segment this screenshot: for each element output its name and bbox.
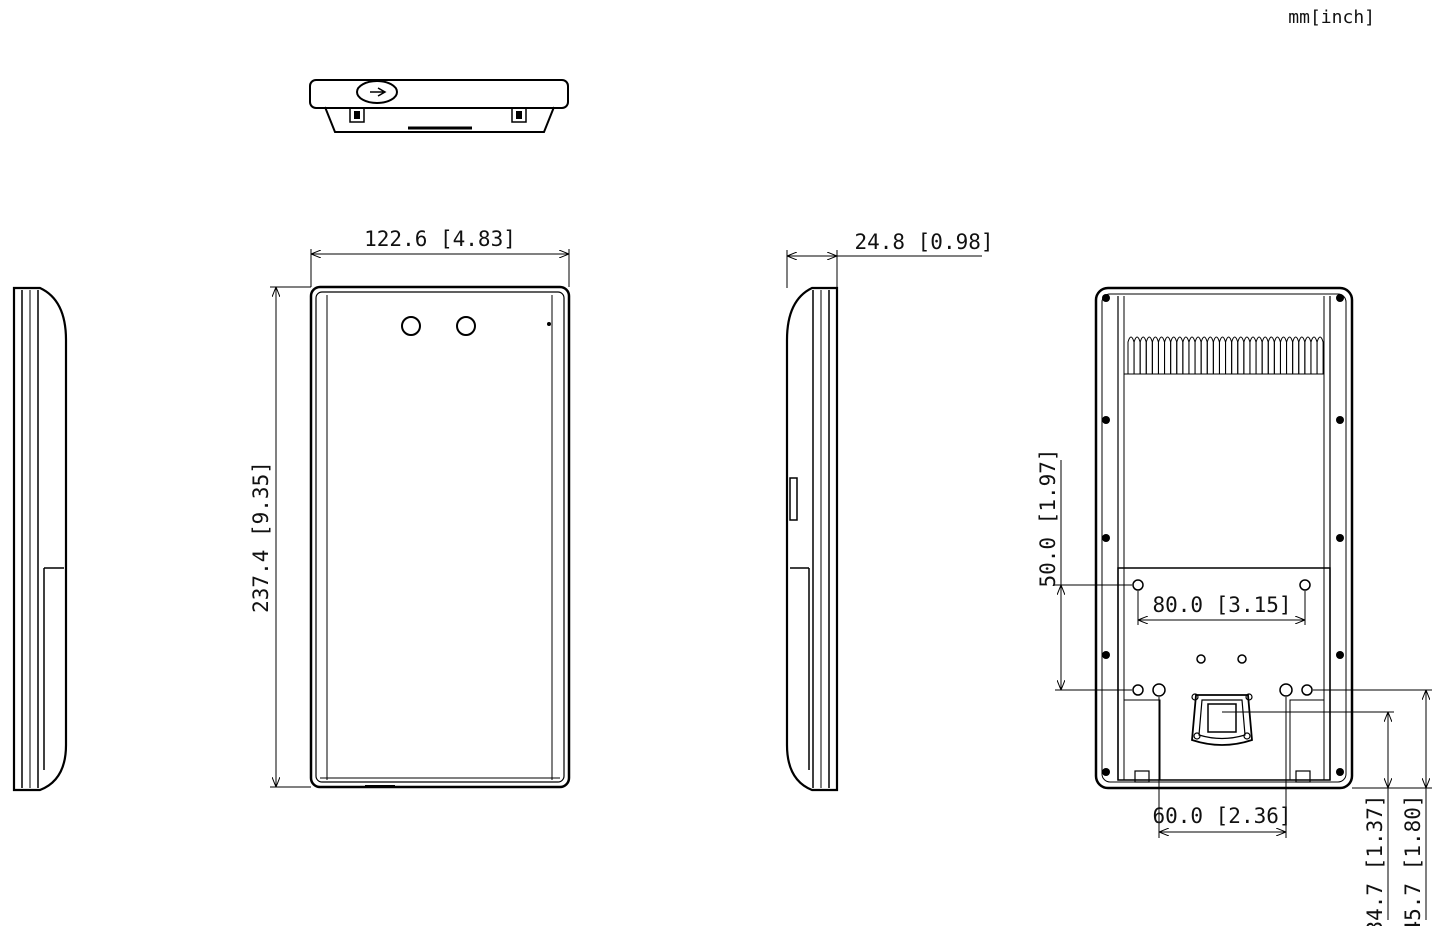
rear-view: [1094, 286, 1354, 790]
heat-sink-fin: [1188, 336, 1196, 374]
screw-icon: [1336, 651, 1344, 659]
heat-sink-fin: [1267, 336, 1275, 374]
rear-hole-vertical-dimension: 50.0 [1.97]: [1036, 448, 1132, 691]
rear-bottom-height-dimensions: 34.7 [1.37] 45.7 [1.80]: [1222, 689, 1432, 926]
heat-sink-fin: [1298, 336, 1306, 374]
heat-sink-fin: [1170, 336, 1178, 374]
camera-lens-icon: [401, 316, 421, 336]
screw-icon: [1336, 768, 1344, 776]
screw-icon: [1336, 416, 1344, 424]
rear-bottom-height-a-label: 34.7 [1.37]: [1363, 794, 1387, 926]
screw-icon: [1102, 534, 1110, 542]
heat-sink-fin: [1249, 336, 1257, 374]
screw-icon: [1102, 651, 1110, 659]
heat-sink-fin: [1219, 336, 1226, 374]
screw-icon: [1102, 416, 1110, 424]
front-width-label: 122.6 [4.83]: [364, 227, 516, 251]
heat-sink-fin: [1292, 336, 1300, 374]
heat-sink-fin: [1237, 336, 1245, 374]
front-view: [309, 285, 571, 789]
heat-sink-fin: [1164, 336, 1172, 374]
heat-sink-fin: [1200, 336, 1208, 374]
units-label: mm[inch]: [1288, 7, 1375, 28]
heat-sink-fin: [1158, 336, 1165, 374]
screw-icon: [1102, 768, 1110, 776]
rear-bottom-height-b-label: 45.7 [1.80]: [1401, 794, 1425, 926]
side-depth-dimension: 24.8 [0.98]: [786, 230, 994, 288]
rear-bottom-horizontal-label: 60.0 [2.36]: [1152, 804, 1291, 828]
heat-sink-fin: [1286, 336, 1294, 374]
heat-sink-fin: [1206, 336, 1214, 374]
heat-sink-fin: [1151, 336, 1159, 374]
right-side-view: [785, 286, 839, 792]
heat-sink-fin: [1145, 336, 1153, 374]
mount-screws: [1102, 294, 1344, 776]
heat-sink-fin: [1194, 336, 1202, 374]
rear-hole-horizontal-label: 80.0 [3.15]: [1152, 593, 1291, 617]
screw-icon: [1336, 534, 1344, 542]
screw-icon: [1102, 294, 1110, 302]
heat-sink-fin: [1255, 336, 1263, 374]
mount-hole-icon: [1132, 579, 1144, 591]
heat-sink-fin: [1261, 336, 1269, 374]
rear-hole-vertical-label: 50.0 [1.97]: [1036, 448, 1060, 587]
camera-lens-icon: [456, 316, 476, 336]
heat-sink-fin: [1182, 336, 1190, 374]
heat-sink-fin: [1176, 336, 1184, 374]
heat-sink-fin: [1304, 336, 1312, 374]
heat-sink-fin: [1127, 336, 1135, 374]
heat-sink-fin: [1139, 336, 1147, 374]
heat-sink-fin: [1212, 336, 1220, 374]
side-depth-label: 24.8 [0.98]: [854, 230, 993, 254]
screw-icon: [1336, 294, 1344, 302]
rear-bottom-horizontal-dimension: 60.0 [2.36]: [1152, 697, 1292, 838]
heat-sink-fin: [1316, 336, 1324, 374]
front-height-label: 237.4 [9.35]: [249, 461, 273, 613]
heat-sink-fin: [1310, 336, 1318, 374]
heat-sink-fin: [1273, 336, 1281, 374]
heat-sink-fins: [1127, 336, 1324, 374]
mount-hole-icon: [1299, 579, 1311, 591]
heat-sink-fin: [1231, 336, 1239, 374]
heat-sink-fin: [1225, 336, 1233, 374]
front-width-dimension: 122.6 [4.83]: [310, 227, 570, 287]
heat-sink-fin: [1280, 336, 1287, 374]
front-height-dimension: 237.4 [9.35]: [249, 286, 311, 788]
heat-sink-fin: [1133, 336, 1141, 374]
left-side-view: [12, 286, 68, 792]
rear-hole-horizontal-dimension: 80.0 [3.15]: [1137, 591, 1306, 625]
heat-sink-fin: [1243, 336, 1251, 374]
top-view: [309, 79, 569, 133]
